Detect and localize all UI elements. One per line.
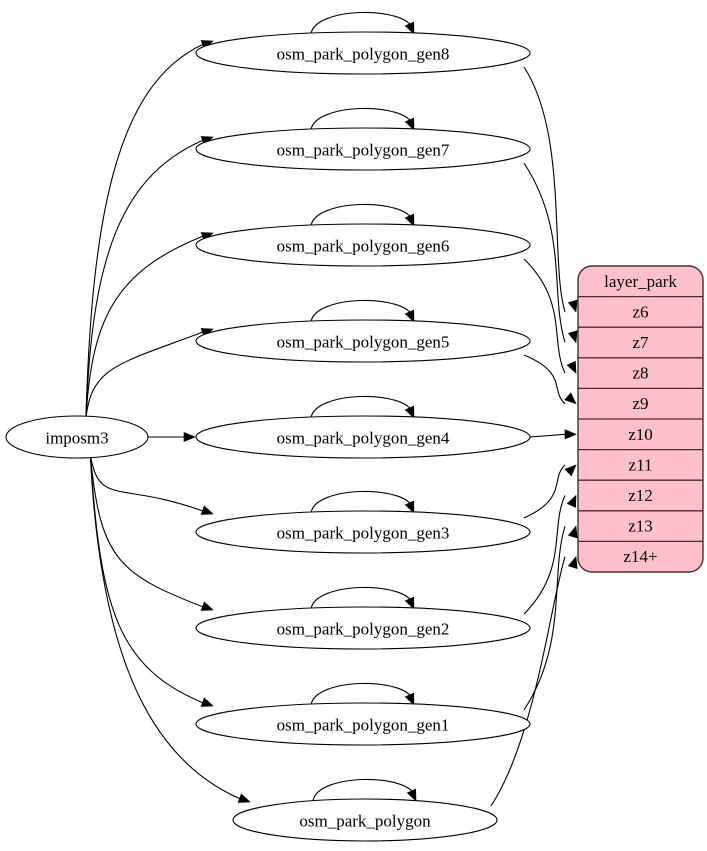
table-row-label: z14+ — [623, 547, 657, 566]
edge-arrowhead — [564, 464, 577, 477]
node-gen3-ellipse[interactable] — [195, 510, 531, 554]
node-gen8-label: osm_park_polygon_gen8 — [277, 45, 450, 64]
table-row-label: z7 — [632, 333, 649, 352]
edge-base-to-row-z14+ — [490, 556, 566, 807]
edge-gen4-to-row-z10 — [529, 433, 566, 438]
node-gen2-label: osm_park_polygon_gen2 — [277, 620, 450, 639]
self-loop-arrowhead — [404, 213, 415, 227]
edge-gen1-to-row-z13 — [523, 525, 566, 711]
node-gen7-label: osm_park_polygon_gen7 — [277, 141, 450, 160]
nodes-group: osm_park_polygon_gen8 osm_park_polygon_ge… — [5, 31, 531, 842]
node-gen2-ellipse[interactable] — [195, 606, 531, 650]
self-loop-edge — [312, 778, 416, 802]
self-loop-edge — [310, 299, 414, 323]
self-loop-edge — [310, 395, 414, 419]
table-row-label: z6 — [632, 302, 648, 321]
node-gen3-label: osm_park_polygon_gen3 — [277, 524, 450, 543]
node-gen1-label: osm_park_polygon_gen1 — [277, 716, 450, 735]
edge-arrowhead — [200, 697, 214, 707]
edges-to-table-group — [490, 66, 578, 807]
layer-park-table-header: layer_park — [604, 272, 677, 291]
self-loop-edge — [310, 11, 414, 35]
table-row-label: z10 — [628, 425, 653, 444]
self-loop-arrowhead — [404, 692, 415, 706]
self-loop-edge — [310, 107, 414, 131]
edge-source-to-base — [89, 455, 249, 803]
self-loop-edge — [310, 203, 414, 227]
self-loop-edge — [310, 586, 414, 610]
edge-source-to-gen2 — [89, 455, 212, 611]
self-loop-edges-group — [310, 11, 417, 802]
edge-source-to-gen5 — [85, 328, 212, 419]
self-loop-arrowhead — [404, 405, 415, 419]
node-base-label: osm_park_polygon — [299, 812, 431, 831]
node-gen6-label: osm_park_polygon_gen6 — [277, 237, 450, 256]
table-row-label: z11 — [629, 455, 653, 474]
self-loop-arrowhead — [404, 500, 415, 514]
edge-source-to-gen8 — [85, 40, 212, 419]
node-gen1-ellipse[interactable] — [195, 702, 531, 746]
edge-source-to-gen1 — [89, 455, 212, 707]
node-gen5-label: osm_park_polygon_gen5 — [277, 333, 450, 352]
edge-gen7-to-row-z7 — [523, 162, 566, 343]
node-gen6-ellipse[interactable] — [195, 223, 531, 267]
edge-arrowhead — [567, 555, 578, 569]
edge-arrowhead — [567, 299, 578, 313]
edge-arrowhead — [183, 431, 196, 443]
edge-arrowhead — [566, 360, 577, 374]
self-loop-arrowhead — [404, 596, 415, 610]
self-loop-arrowhead — [406, 788, 417, 802]
edge-arrowhead — [564, 392, 577, 405]
edge-source-to-gen3 — [89, 455, 212, 515]
edge-arrowhead — [200, 505, 214, 515]
node-gen8-ellipse[interactable] — [195, 31, 531, 75]
edge-arrowhead — [566, 494, 577, 508]
node-gen4-ellipse[interactable] — [195, 415, 531, 459]
edge-gen2-to-row-z12 — [523, 495, 566, 615]
edge-gen3-to-row-z11 — [523, 464, 566, 519]
node-source-label: imposm3 — [45, 429, 108, 448]
edge-source-to-gen7 — [85, 136, 212, 419]
node-gen7-ellipse[interactable] — [195, 127, 531, 171]
edge-arrowhead — [200, 601, 214, 611]
edge-source-to-gen6 — [85, 232, 212, 419]
self-loop-edge — [310, 682, 414, 706]
node-base-ellipse[interactable] — [232, 798, 498, 842]
layer-park-table[interactable]: layer_park z6 z7 z8 z9 z10 z11 z12 z13 z14+ — [577, 265, 704, 573]
table-row-label: z9 — [632, 394, 648, 413]
table-row-label: z12 — [628, 486, 653, 505]
self-loop-arrowhead — [404, 117, 415, 131]
table-row-label: z13 — [628, 517, 653, 536]
table-row-label: z8 — [632, 364, 648, 383]
edge-gen6-to-row-z8 — [523, 258, 566, 374]
edge-gen8-to-row-z6 — [523, 66, 566, 313]
self-loop-arrowhead — [404, 21, 415, 35]
edge-arrowhead — [567, 330, 578, 344]
edge-arrowhead — [567, 525, 578, 539]
node-gen4-label: osm_park_polygon_gen4 — [277, 429, 450, 448]
node-source-ellipse[interactable] — [5, 415, 149, 459]
self-loop-arrowhead — [404, 309, 415, 323]
edge-arrowhead — [237, 793, 251, 803]
node-gen5-ellipse[interactable] — [195, 319, 531, 363]
self-loop-edge — [310, 490, 414, 514]
edge-gen5-to-row-z9 — [523, 354, 566, 405]
edge-arrowhead — [564, 429, 577, 440]
